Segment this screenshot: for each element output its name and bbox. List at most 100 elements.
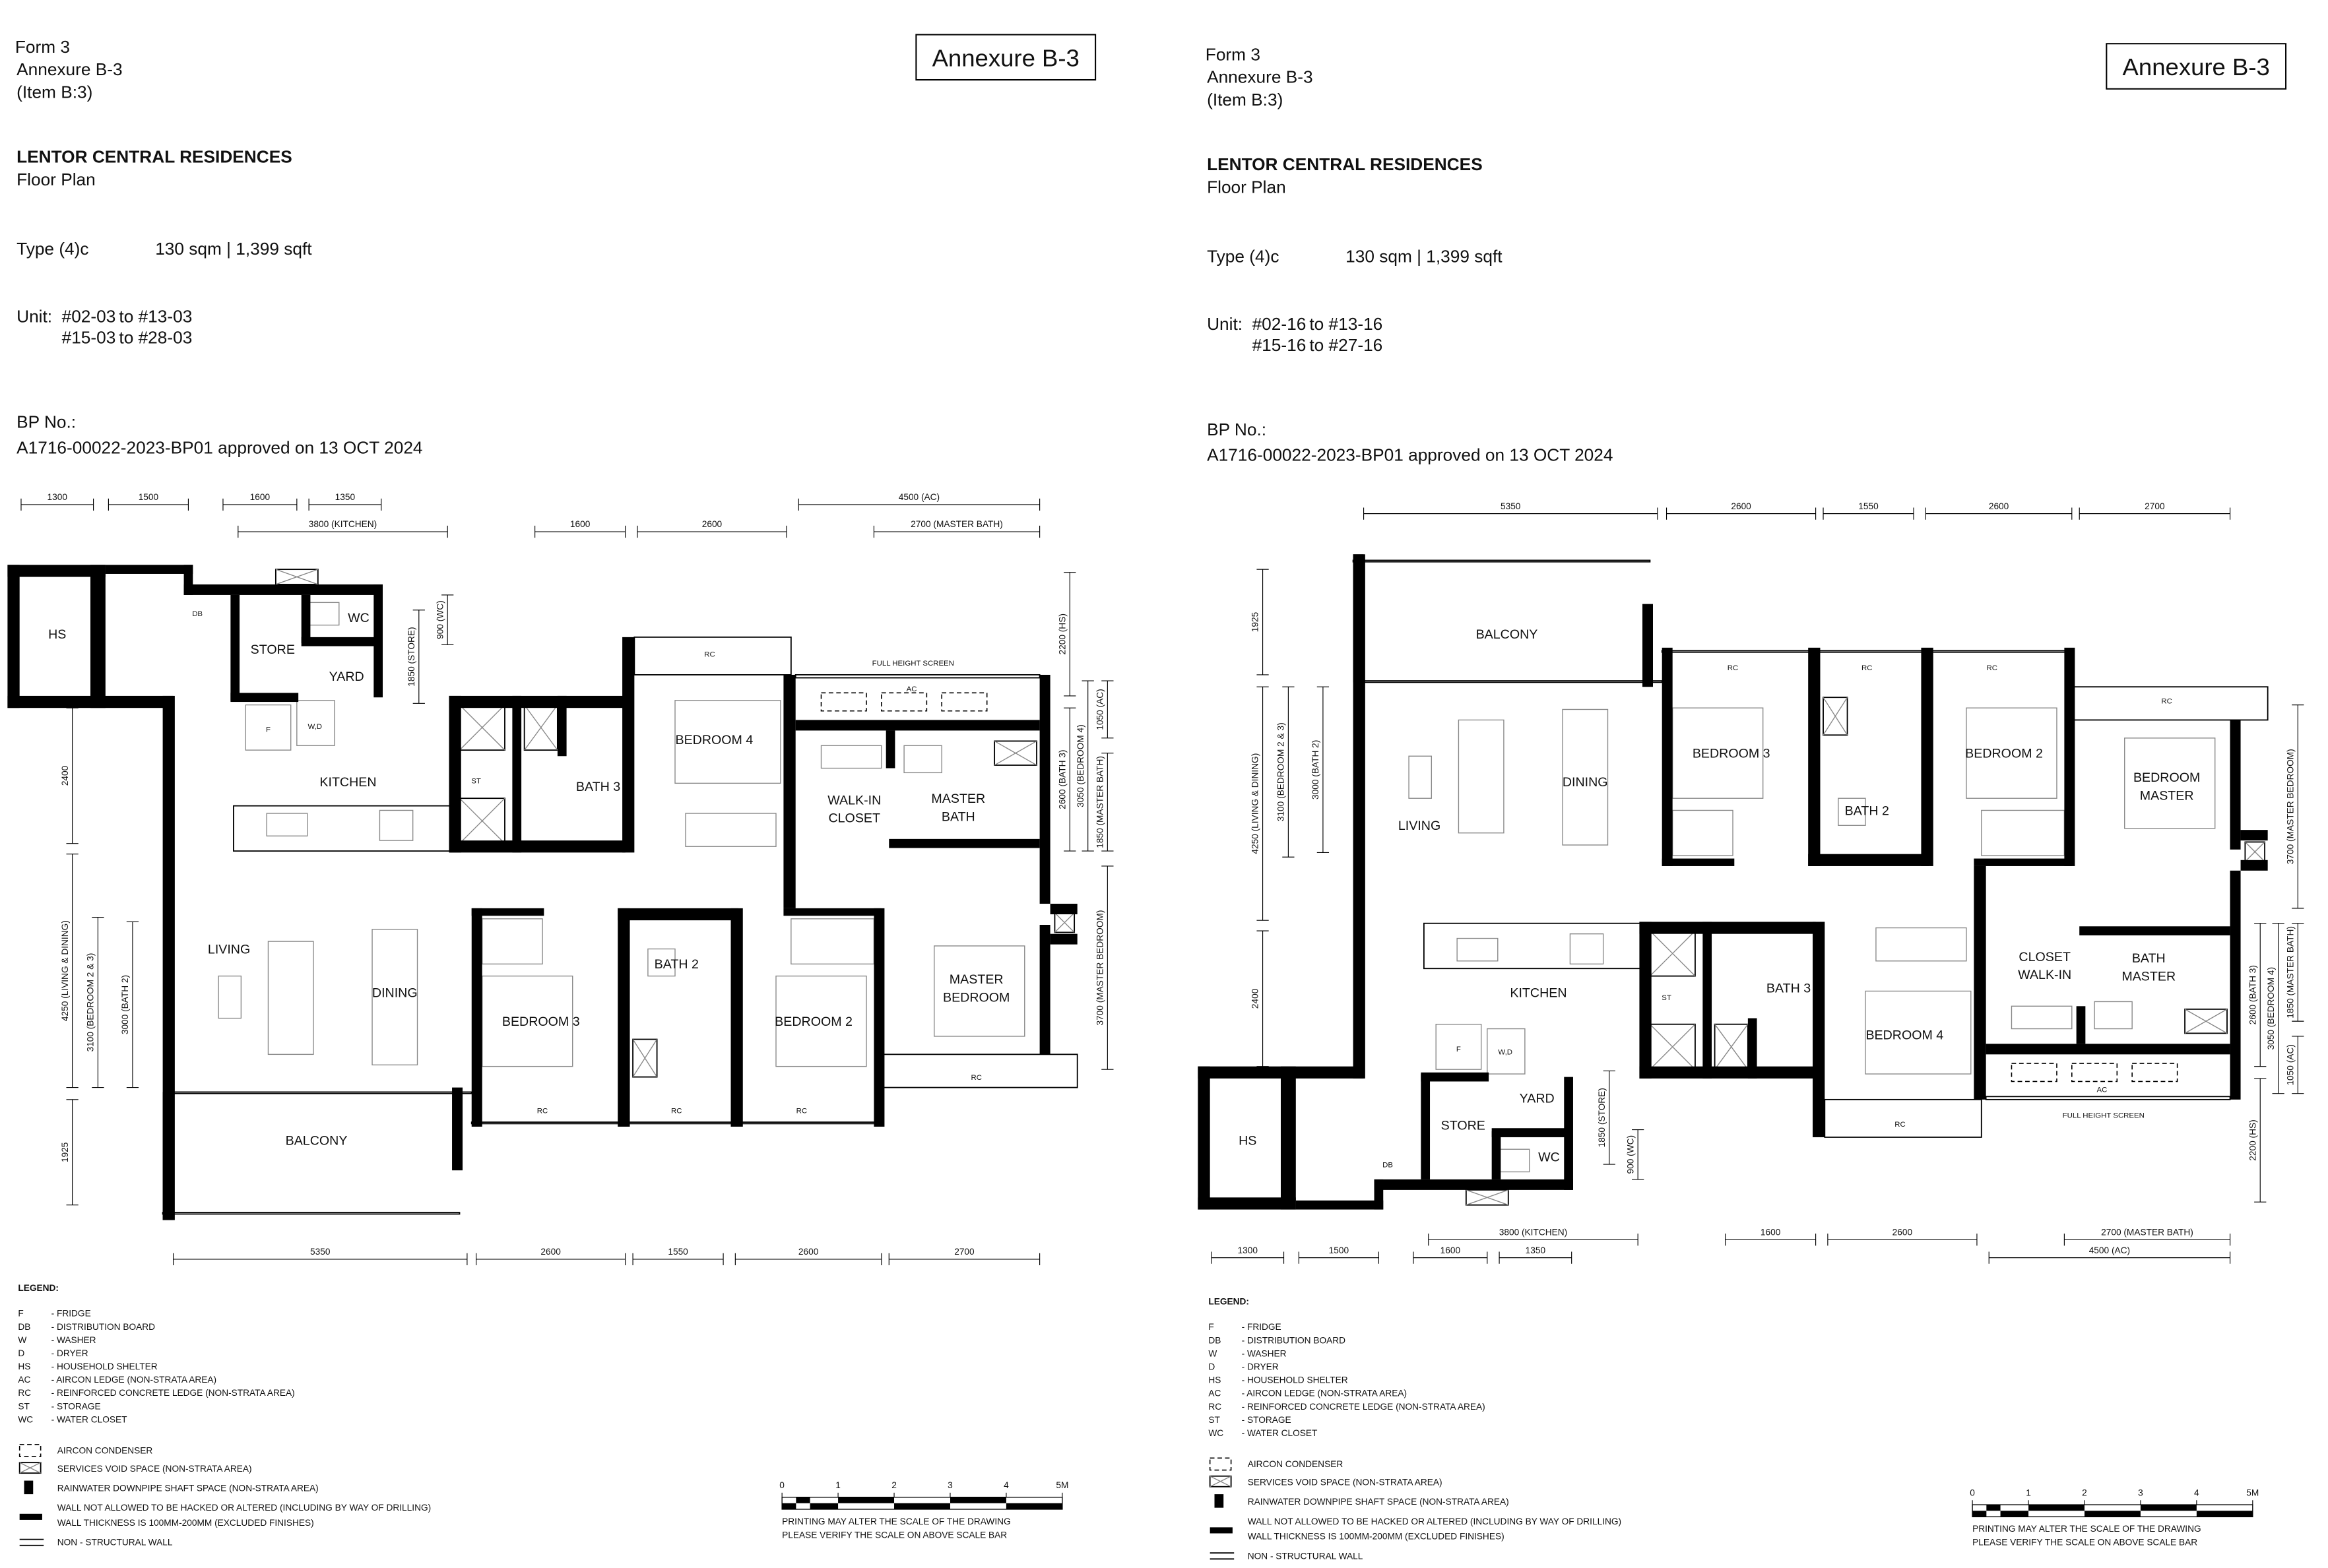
legend-description: - DISTRIBUTION BOARD [1242,1335,1346,1345]
structural-wall [618,908,630,1127]
dimension-label: 3100 (BEDROOM 2 & 3) [1276,722,1286,821]
furniture [218,975,242,1019]
dimension-label: 2600 [1989,501,2009,511]
structural-wall [2240,830,2268,841]
furniture [296,700,335,746]
structural-wall [452,1087,463,1171]
scale-tick-label: 1 [835,1480,841,1490]
structural-wall [2079,926,2230,935]
hs-label: HS [1239,1133,1256,1148]
services-void [1823,697,1848,736]
structural-wall [1974,865,1986,1100]
dimension-label: 1925 [60,1142,70,1162]
dimension-label: 1500 [1329,1245,1349,1255]
furniture [1456,937,1499,962]
washer-dryer-label: W,D [307,723,322,731]
structural-wall [1986,1044,2230,1055]
structural-wall [7,565,106,577]
structural-wall [1198,1066,1210,1210]
living-label: LIVING [1398,819,1440,833]
walk-in-closet-label: CLOSET [828,811,880,826]
legend-code: WC [1208,1428,1223,1438]
unit-range-to: to #27-16 [1309,335,1382,355]
services-void-cross [1054,912,1075,933]
dimension-label: 3000 (BATH 2) [1310,740,1320,800]
legend-symbol-label: AIRCON CONDENSER [57,1445,153,1455]
furniture [674,700,781,784]
dimension-label: 2600 [798,1247,819,1257]
storage-label: ST [471,777,481,785]
legend-symbol-label: WALL NOT ALLOWED TO BE HACKED OR ALTERED… [57,1503,431,1513]
rainwater-downpipe-icon [24,1480,34,1495]
annexure-box [915,34,1097,81]
dimension-label: 1050 (AC) [1095,689,1105,730]
store-label: STORE [251,643,295,657]
furniture [775,975,867,1067]
structural-wall [557,695,567,757]
structural-wall-icon [1210,1527,1233,1534]
legend-code: RC [1208,1402,1221,1412]
legend-symbol-label: AIRCON CONDENSER [1248,1459,1343,1469]
wc-label: WC [348,611,370,625]
hs-label: HS [48,627,66,642]
legend-code: DB [1208,1335,1221,1345]
legend-code: AC [18,1375,30,1385]
furniture [685,813,777,847]
services-void-cross [1649,930,1696,977]
legend-description: - DISTRIBUTION BOARD [51,1322,156,1332]
scale-note: PLEASE VERIFY THE SCALE ON ABOVE SCALE B… [782,1530,1007,1540]
dimension-label: 1850 (MASTER BATH) [2285,926,2295,1019]
aircon-condenser [2011,1063,2057,1082]
dimension-label: 2700 [2145,501,2165,511]
fridge-label: F [1456,1046,1461,1053]
bath2-label: BATH 2 [1845,803,1889,818]
scale-segment [2140,1505,2197,1511]
rc-label: RC [971,1074,981,1082]
unit-type: Type (4)c [16,239,88,259]
legend-description: - WASHER [1242,1348,1287,1358]
bedroom3-label: BEDROOM 3 [502,1015,580,1029]
project-name: LENTOR CENTRAL RESIDENCES [1207,154,1483,174]
dimension-label: 900 (WC) [1625,1135,1635,1174]
scale-segment [838,1497,895,1503]
dimension-label: 5350 [1501,501,1521,511]
legend-symbol-label: RAINWATER DOWNPIPE SHAFT SPACE (NON-STRA… [1248,1497,1509,1507]
aircon-condenser-icon [18,1443,42,1457]
structural-wall [730,908,743,1127]
unit-range-to: to #13-03 [119,307,192,327]
dimension-label: 1500 [139,492,159,502]
structural-wall [1662,647,1673,866]
rc-label: RC [2161,697,2172,705]
legend-description: - HOUSEHOLD SHELTER [51,1362,158,1371]
annexure-box-label: Annexure B-3 [2123,53,2270,80]
legend-description: - DRYER [1242,1362,1279,1372]
dimension-label: 2700 (MASTER BATH) [2101,1227,2193,1237]
services-void-icon [18,1462,42,1474]
bp-number: A1716-00022-2023-BP01 approved on 13 OCT… [1207,445,1613,465]
unit-area: 130 sqm | 1,399 sqft [155,239,312,259]
legend-code: HS [1208,1375,1221,1385]
item-label: (Item B:3) [1207,90,1283,110]
scale-tick-label: 0 [1970,1488,1975,1497]
rc-label: RC [1861,664,1872,672]
structural-wall-icon [19,1513,42,1520]
unit-range-to: to #13-16 [1309,314,1382,334]
rc-label: RC [671,1107,682,1115]
structural-wall [449,695,626,708]
dimension-label: 3000 (BATH 2) [120,975,130,1034]
legend-description: - DRYER [51,1348,88,1358]
bp-number: A1716-00022-2023-BP01 approved on 13 OCT… [16,437,422,457]
structural-wall [1491,1131,1501,1179]
dimension-label: 1600 [1440,1245,1461,1255]
ac-label: AC [907,685,917,693]
structural-wall [1702,922,1712,1079]
dimension-label: 2600 [1731,501,1751,511]
structural-wall [1639,1066,1816,1079]
scale-segment [1986,1505,2001,1511]
structural-wall [795,720,1040,731]
structural-wall [162,695,175,1220]
scale-segment [796,1497,810,1503]
